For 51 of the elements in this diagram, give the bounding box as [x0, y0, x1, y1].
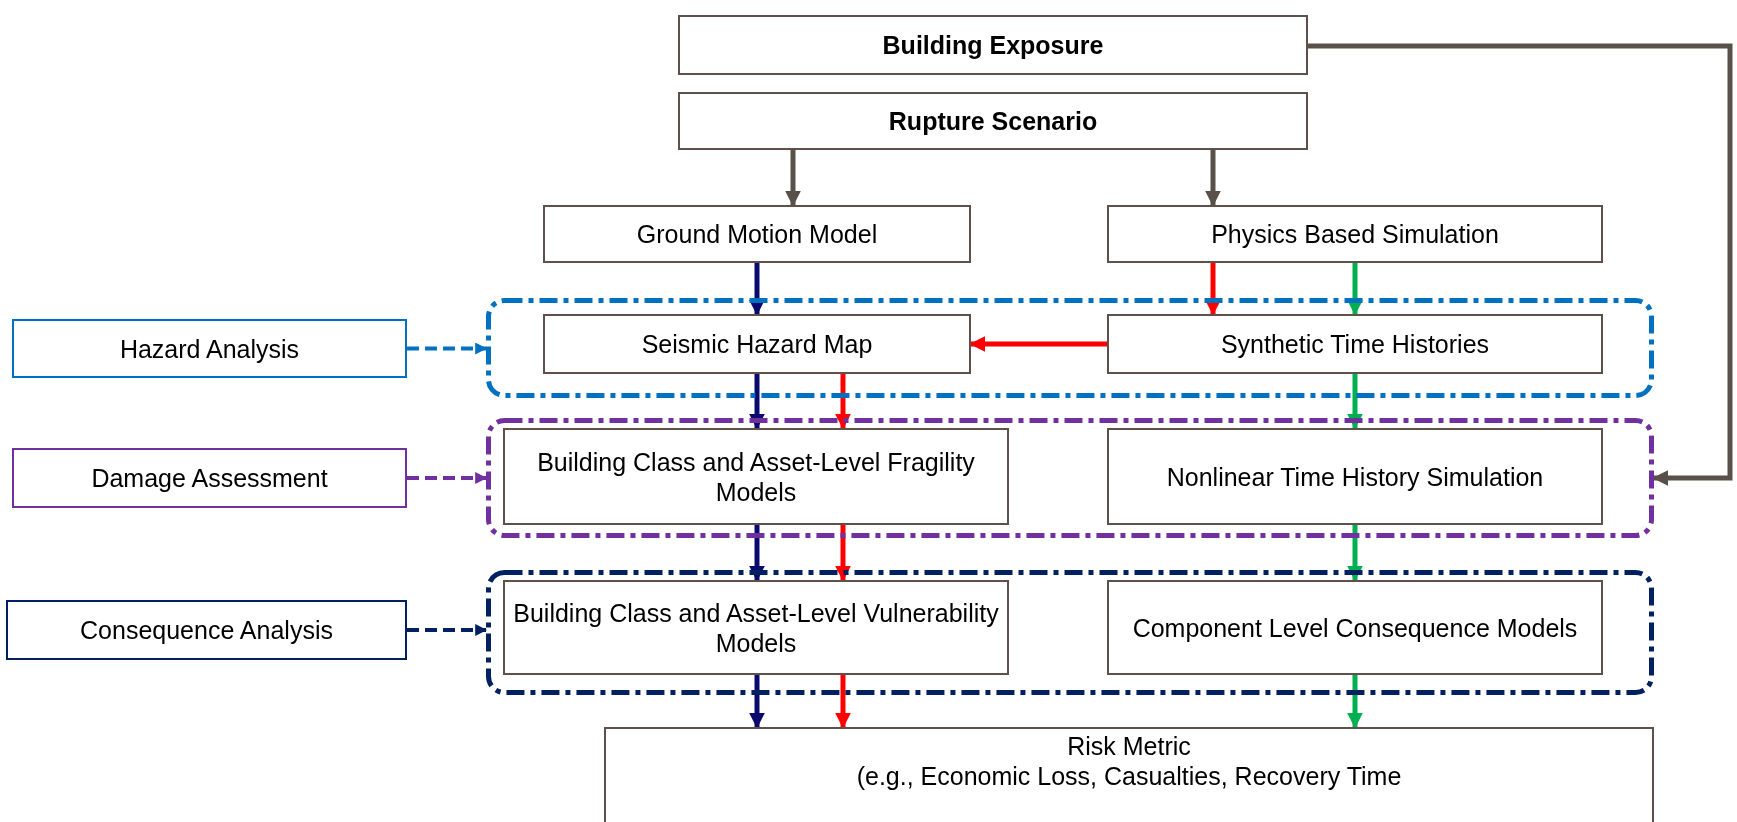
arrow: [407, 342, 488, 355]
arrow: [1205, 263, 1221, 316]
stage-label-box: [6, 600, 407, 660]
arrow: [1347, 263, 1363, 316]
arrow: [749, 675, 765, 729]
group-frame: [486, 418, 1654, 538]
arrow: [1347, 374, 1363, 430]
box-text: Building Class and Asset-Level Fragility Models: [536, 446, 976, 507]
box-text: Nonlinear Time History Simulation: [1165, 461, 1545, 492]
box-text: (e.g., Economic Loss, Casualties, Recovery Time: [855, 761, 1403, 791]
box-text: Synthetic Time Histories: [1219, 329, 1491, 359]
arrow: [1205, 150, 1221, 207]
arrow: [835, 374, 851, 430]
process-box: [1107, 314, 1603, 374]
process-box: [503, 428, 1009, 525]
box-text: Damage Assessment: [90, 463, 329, 493]
box-text: Consequence Analysis: [79, 615, 334, 645]
box-text: Building Class and Asset-Level Vulnerability Models: [512, 597, 1000, 658]
box-text: Physics Based Simulation: [1210, 219, 1500, 249]
process-box: [604, 727, 1654, 822]
arrow: [749, 374, 765, 430]
arrow: [1308, 43, 1733, 486]
arrow: [969, 336, 1107, 352]
box-text: Seismic Hazard Map: [640, 329, 874, 359]
arrow: [749, 525, 765, 582]
arrow: [407, 472, 488, 484]
arrow: [785, 150, 801, 207]
box-heading: Risk Metric: [1066, 731, 1192, 761]
arrow: [835, 525, 851, 582]
process-box: [1107, 428, 1603, 525]
box-text: Ground Motion Model: [635, 219, 879, 249]
box-text: Rupture Scenario: [887, 106, 1099, 136]
process-box: [678, 15, 1308, 75]
group-frame: [486, 570, 1654, 695]
box-text: Building Exposure: [881, 30, 1105, 60]
box-text: Hazard Analysis: [118, 333, 301, 364]
process-box: [503, 580, 1009, 675]
arrow: [407, 624, 488, 636]
arrow: [749, 263, 765, 316]
arrow: [1347, 675, 1363, 729]
arrow: [835, 675, 851, 729]
process-box: [1107, 205, 1603, 263]
stage-label-box: [12, 319, 407, 378]
group-frame: [486, 298, 1654, 398]
process-box: [543, 205, 971, 263]
box-text: Component Level Consequence Models: [1131, 612, 1579, 643]
stage-label-box: [12, 448, 407, 508]
process-box: [1107, 580, 1603, 675]
process-box: [678, 92, 1308, 150]
process-box: [543, 314, 971, 374]
arrow: [1347, 525, 1363, 582]
